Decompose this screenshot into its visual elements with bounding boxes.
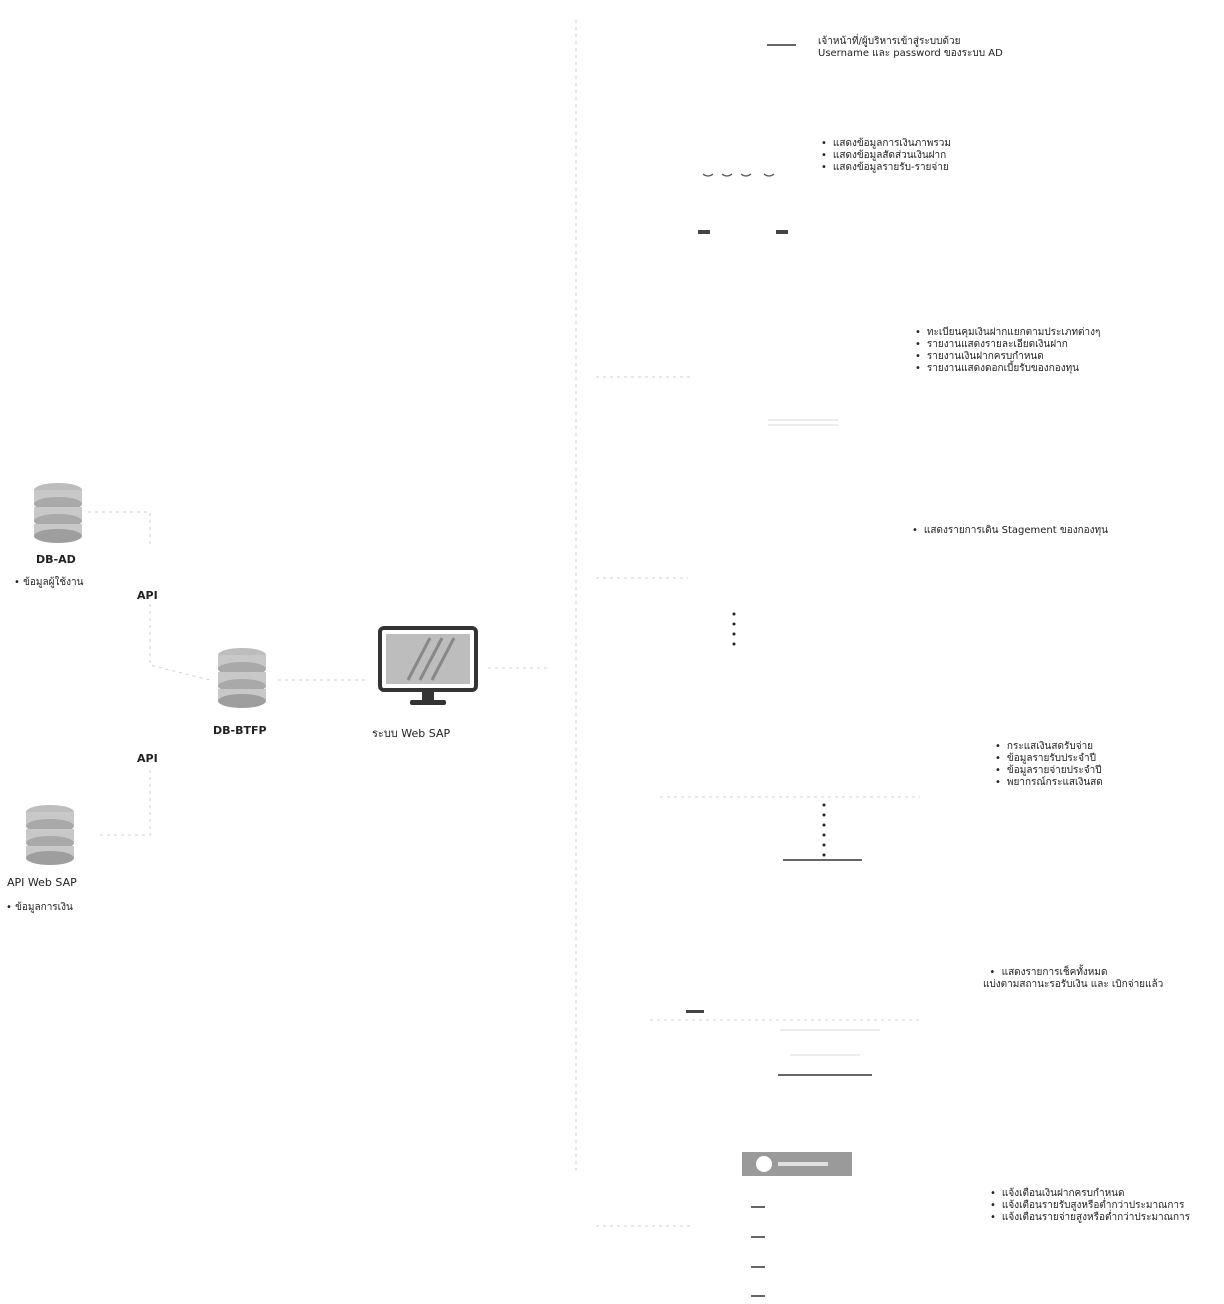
api-web-sap-node [14,802,86,870]
cheques-module-desc: • แสดงรายการเช็คทั้งหมด แบ่งตามสถานะรอรั… [983,967,1163,991]
deposit-report-item: รายงานแสดงรายละเอียดเงินฝาก [915,339,1100,351]
db-btfp-node [206,645,278,713]
cheques-line-2: แบ่งตามสถานะรอรับเงิน และ เบิกจ่ายแล้ว [983,979,1164,990]
database-icon [218,648,266,708]
db-ad-bullet: • ข้อมูลผู้ใช้งาน [14,577,84,588]
web-sap-node [370,624,482,714]
statement-item: แสดงรายการเดิน Stagement ของกองทุน [912,525,1108,537]
api-web-sap-label: API Web SAP [7,876,77,889]
cashflow-item: กระแสเงินสดรับจ่าย [995,741,1103,753]
alert-item: แจ้งเตือนเงินฝากครบกำหนด [990,1188,1190,1200]
api-label-2: API [137,752,158,765]
api-web-sap-bullet-text: ข้อมูลการเงิน [15,902,73,913]
connector-api-1 [149,604,211,681]
web-sap-label: ระบบ Web SAP [372,727,451,740]
dashboard-item: แสดงข้อมูลรายรับ-รายจ่าย [821,162,951,174]
database-icon [34,483,82,543]
cheques-line-1-text: แสดงรายการเช็คทั้งหมด [1001,967,1108,978]
db-ad-node [22,480,94,548]
alert-item: แจ้งเตือนรายจ่ายสูงหรือต่ำกว่าประมาณการ [990,1212,1190,1224]
cashflow-item: พยากรณ์กระแสเงินสด [995,777,1103,789]
connector-dbad [88,511,151,548]
cashflow-item: ข้อมูลรายรับประจำปี [995,753,1103,765]
database-icon [26,805,74,865]
statement-list: แสดงรายการเดิน Stagement ของกองทุน [912,525,1108,537]
deposit-report-item: ทะเบียนคุมเงินฝากแยกตามประเภทต่างๆ [915,327,1101,339]
login-line-2: Username และ password ของระบบ AD [818,48,1003,59]
cashflow-list: กระแสเงินสดรับจ่าย ข้อมูลรายรับประจำปี ข… [995,741,1103,789]
dashboard-item: แสดงข้อมูลสัดส่วนเงินฝาก [821,150,951,162]
db-btfp-label: DB-BTFP [213,724,267,737]
db-ad-label: DB-AD [36,553,76,566]
db-ad-bullet-text: ข้อมูลผู้ใช้งาน [23,577,84,588]
api-label-1: API [137,589,158,602]
cashflow-item: ข้อมูลรายจ่ายประจำปี [995,765,1103,777]
deposit-report-item: รายงานแสดงดอกเบี้ยรับของกองทุน [915,363,1100,375]
thumbnail-bar [778,1162,828,1166]
dashboard-item: แสดงข้อมูลการเงินภาพรวม [821,138,951,150]
dashboard-module-list: แสดงข้อมูลการเงินภาพรวม แสดงข้อมูลสัดส่ว… [821,138,951,174]
deposit-report-item: รายงานเงินฝากครบกำหนด [915,351,1100,363]
deposit-reports-list: ทะเบียนคุมเงินฝากแยกตามประเภทต่างๆ รายงา… [915,327,1101,375]
connector-api-2 [96,770,151,836]
login-line-1: เจ้าหน้าที่/ผู้บริหารเข้าสู่ระบบด้วย [818,36,961,47]
api-web-sap-bullet: • ข้อมูลการเงิน [6,902,73,913]
alerts-thumbnail [742,1152,852,1176]
login-module-desc: เจ้าหน้าที่/ผู้บริหารเข้าสู่ระบบด้วย Use… [818,36,1003,60]
alert-item: แจ้งเตือนรายรับสูงหรือต่ำกว่าประมาณการ [990,1200,1190,1212]
cheques-line-1: • แสดงรายการเช็คทั้งหมด [983,967,1108,978]
thumbnail-circle [756,1156,772,1172]
monitor-icon [378,626,478,705]
alerts-list: แจ้งเตือนเงินฝากครบกำหนด แจ้งเตือนรายรับ… [990,1188,1190,1224]
